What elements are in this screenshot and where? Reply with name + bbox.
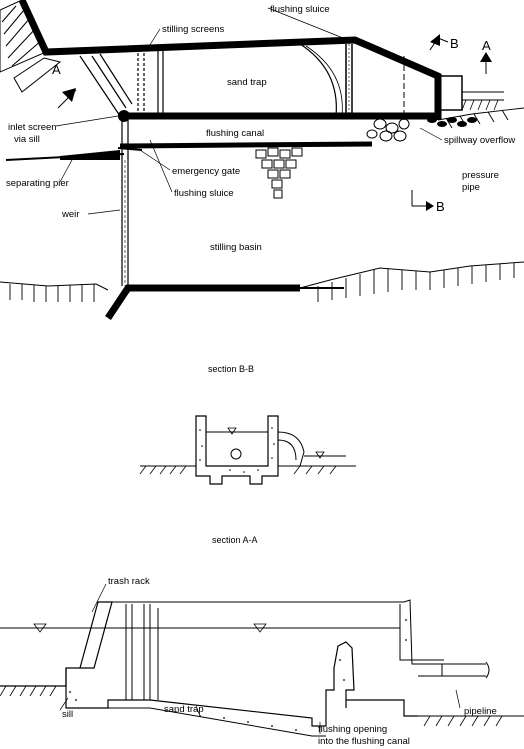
spillway-riprap — [366, 118, 410, 142]
section-bb-channel — [195, 415, 279, 485]
emergency-gate — [117, 147, 143, 151]
section-aa-pipeline — [418, 661, 490, 679]
label-flushing-opening-1: flushing opening — [318, 724, 387, 735]
label-spillway-overflow: spillway overflow — [444, 135, 515, 146]
label-inlet-screen-1: inlet screen — [8, 122, 57, 133]
flushing-sluice-top — [345, 44, 353, 118]
outlet-box — [438, 75, 463, 111]
label-flushing-opening-2: into the flushing canal — [318, 736, 410, 747]
inlet-screen-node — [118, 110, 130, 122]
label-flushing-sluice-top: flushing sluice — [270, 4, 330, 15]
label-flushing-sluice-mid: flushing sluice — [174, 188, 234, 199]
sand-trap-top-wall — [18, 0, 442, 120]
section-aa-structure — [65, 641, 418, 727]
sand-trap-curved-end — [299, 43, 337, 117]
section-aa-title: section A-A — [212, 535, 258, 545]
section-marker-a-right: A — [480, 38, 492, 74]
section-bb: section B-B — [139, 364, 356, 485]
label-sill: sill — [62, 709, 73, 720]
stilling-screens — [137, 48, 164, 116]
label-separating-pier: separating pier — [6, 178, 69, 189]
label-flushing-canal: flushing canal — [206, 128, 264, 139]
label-pressure-pipe-2: pipe — [462, 182, 480, 193]
section-marker-b-top: B — [429, 34, 459, 51]
plan-leader-lines — [55, 7, 443, 215]
inlet-structure — [79, 53, 133, 117]
section-bb-spillway — [277, 431, 305, 467]
section-aa-leader-lines — [59, 583, 461, 734]
section-aa: section A-A — [0, 535, 524, 747]
svg-text:B: B — [436, 199, 445, 214]
stilling-basin-wall — [105, 284, 300, 320]
trash-rack — [79, 601, 113, 669]
section-aa-screens — [125, 604, 159, 700]
flushing-outlet-stones — [255, 147, 303, 199]
svg-text:A: A — [52, 62, 61, 77]
svg-text:B: B — [450, 36, 459, 51]
section-marker-b-bottom: B — [411, 190, 445, 214]
section-bb-title: section B-B — [208, 364, 254, 374]
label-trash-rack: trash rack — [108, 576, 150, 587]
label-weir: weir — [61, 209, 79, 220]
label-inlet-screen-2: via sill — [14, 134, 40, 145]
section-marker-a-left: A — [52, 62, 77, 109]
label-stilling-basin: stilling basin — [210, 242, 262, 253]
label-emergency-gate: emergency gate — [172, 166, 240, 177]
label-section-sand-trap: sand trap — [164, 704, 204, 715]
label-sand-trap: sand trap — [227, 77, 267, 88]
label-pressure-pipe-1: pressure — [462, 170, 499, 181]
section-bb-pipe — [230, 448, 242, 460]
left-bank-band — [13, 57, 62, 93]
flushing-canal-wall — [119, 141, 373, 149]
plan-view: A A B B stilling — [0, 0, 524, 320]
stilling-basin-ground — [0, 281, 109, 291]
label-pipeline: pipeline — [464, 706, 497, 717]
label-stilling-screens: stilling screens — [162, 24, 225, 35]
outlet-riprap — [427, 117, 477, 127]
svg-text:A: A — [482, 38, 491, 53]
